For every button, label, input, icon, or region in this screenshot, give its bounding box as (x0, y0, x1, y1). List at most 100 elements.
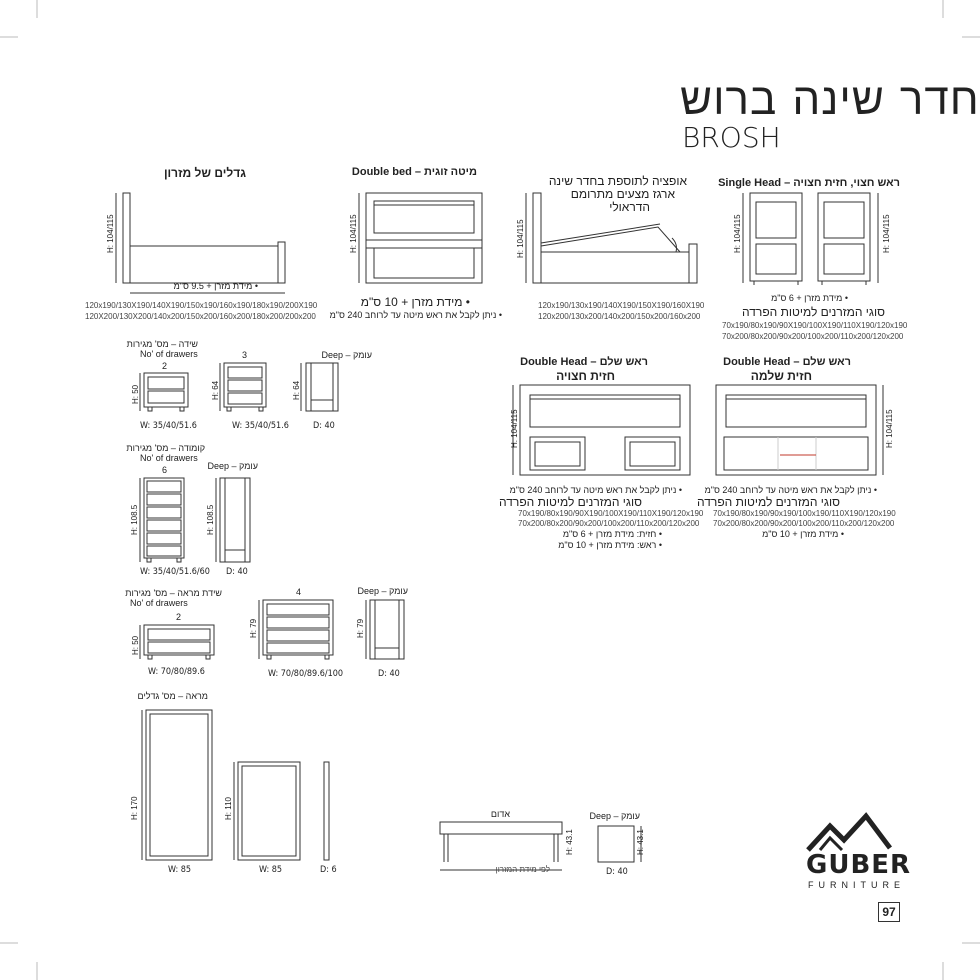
dresser-4-drawing (258, 599, 334, 660)
dresser-h-b: H: 79 (249, 618, 258, 638)
page-title-hebrew: חדר שינה ברוש (680, 74, 980, 125)
single-head-header: ראש חצוי, חזית חצויה – Single Head (718, 177, 900, 189)
full-front-note3: • מידת מזרן + 10 ס"מ (762, 529, 844, 539)
full-head-split-front-drawing (512, 384, 691, 476)
mirror-small-drawing (233, 761, 301, 861)
nightstand-side-drawing (300, 362, 339, 412)
dresser-2-drawing (139, 624, 215, 660)
dresser-d: D: 40 (378, 669, 400, 679)
single-head-sizes1: 70x190/80x190/90X190/100X190/110X190/120… (722, 321, 908, 330)
double-bed-height: H: 104/115 (349, 214, 358, 253)
double-bed-note1: • מידת מזרן + 10 ס"מ (360, 295, 470, 309)
chest-deep-label: עומק – Deep (207, 461, 258, 471)
dresser-w-a: W: 70/80/89.6 (148, 667, 205, 677)
mirror-header: מראה – מס' גדלים (137, 691, 208, 701)
full-front-header1: ראש שלם – Double Head (723, 356, 851, 368)
single-head-height-right: H: 104/115 (882, 214, 891, 253)
bench-side-drawing (597, 825, 642, 863)
full-head-full-front-drawing (715, 384, 884, 476)
double-bed-drawing (358, 192, 483, 284)
split-front-sizes1: 70x190/80x190/90X190/100X190/110X190/120… (518, 509, 704, 518)
split-front-header1: ראש שלם – Double Head (520, 356, 648, 368)
hydraulic-sizes2: 120x200/130x200/140x200/150x200/160x200 (538, 312, 701, 321)
bench-header: אדום (490, 809, 510, 819)
nightstand-2-drawing (139, 372, 189, 412)
nightstand-header1: שידה – מס' מגירות (126, 339, 198, 349)
split-front-header2: חזית חצויה (556, 369, 615, 383)
chest-header2: No' of drawers (140, 453, 198, 463)
chest-header1: קומודה – מס' מגירות (126, 443, 205, 453)
nightstand-count-b: 3 (242, 350, 248, 360)
single-head-sizes2: 70x200/80x200/90x200/100x200/110x200/120… (722, 332, 904, 341)
guber-logo-mark (806, 812, 892, 852)
single-head-height-left: H: 104/115 (733, 214, 742, 253)
single-head-note2: סוגי המזרנים למיטות הפרדה (742, 305, 885, 319)
nightstand-w-b: W: 35/40/51.6 (232, 421, 289, 431)
nightstand-h-b: H: 64 (211, 380, 220, 400)
brand-name: GUBER (806, 850, 912, 880)
nightstand-h-c: H: 64 (292, 380, 301, 400)
bench-drawing (439, 821, 563, 871)
nightstand-h-a: H: 50 (131, 384, 140, 404)
page-title-english: BROSH (682, 121, 781, 154)
bench-deep-label: עומק – Deep (589, 811, 640, 821)
mattress-bed-drawing (115, 192, 286, 294)
hydraulic-sizes1: 120x190/130x190/140X190/150X190/160X190 (538, 301, 705, 310)
split-front-note3: • חזית: מידת מזרן + 6 ס"מ (562, 529, 662, 539)
chest-side-drawing (215, 477, 251, 563)
mirror-h-b: H: 110 (224, 797, 233, 820)
nightstand-count-a: 2 (162, 361, 168, 371)
double-bed-note2: • ניתן לקבל את ראש מיטה עד לרוחב 240 ס"מ (329, 310, 502, 320)
bench-d: D: 40 (606, 867, 628, 877)
full-front-sizes1: 70x190/80x190/90x190/100x190/110X190/120… (713, 509, 896, 518)
mirror-side-drawing (323, 761, 330, 861)
full-front-header2: חזית שלמה (750, 369, 812, 383)
split-front-height: H: 104/115 (510, 409, 519, 448)
hydraulic-header-1: אופציה לתוספת בחדר שינה (548, 174, 687, 188)
dresser-count-a: 2 (176, 612, 182, 622)
bench-h-a: H: 43.1 (565, 829, 574, 855)
dresser-header2: No' of drawers (130, 598, 188, 608)
mattress-sizes2: 120X200/130X200/140x200/150x200/160x200/… (85, 312, 316, 321)
split-front-note2: סוגי המזרנים למיטות הפרדה (499, 495, 642, 509)
mattress-sizes1: 120x190/130X190/140X190/150x190/160x190/… (85, 301, 318, 310)
mattress-header: גדלים של מזרון (163, 166, 246, 180)
hydraulic-header-3: הדראולי (609, 200, 650, 214)
nightstand-deep-label: עומק – Deep (321, 350, 372, 360)
bench-w: לפי מידת המזרון (495, 865, 550, 874)
brand-sub: FURNITURE (808, 880, 905, 890)
split-front-note1: • ניתן לקבל את ראש מיטה עד לרוחב 240 ס"מ (509, 485, 682, 495)
mattress-inner-label: • מידת מזרן + 9.5 ס"מ (173, 281, 258, 291)
page-number: 97 (878, 902, 900, 922)
hydraulic-header-2: ארגז מצעים מתרומם (570, 187, 675, 201)
double-bed-header: מיטה זוגית – Double bed (351, 166, 477, 178)
nightstand-header2: No' of drawers (140, 349, 198, 359)
dresser-header1: שידת מראה – מס' מגירות (125, 588, 222, 598)
mirror-w-a: W: 85 (168, 865, 192, 875)
hydraulic-height: H: 104/115 (516, 219, 525, 258)
mirror-w-b: W: 85 (259, 865, 283, 875)
mirror-d: D: 6 (320, 865, 337, 875)
dresser-w-b: W: 70/80/89.6/100 (268, 669, 344, 679)
nightstand-d: D: 40 (313, 421, 335, 431)
dresser-side-drawing (365, 599, 405, 660)
mirror-h-a: H: 170 (130, 796, 139, 820)
full-front-height: H: 104/115 (885, 409, 894, 448)
full-front-note1: • ניתן לקבל את ראש מיטה עד לרוחב 240 ס"מ (704, 485, 877, 495)
split-front-note4: • ראש: מידת מזרן + 10 ס"מ (558, 540, 662, 550)
split-front-sizes2: 70x200/80x200/90x200/100x200/110x200/120… (518, 519, 700, 528)
bench-h-b: H: 43.1 (636, 829, 645, 855)
chest-h-a: H: 108.5 (130, 504, 139, 535)
chest-w: W: 35/40/51.6/60 (140, 567, 210, 577)
single-head-drawing (742, 192, 879, 285)
chest-d: D: 40 (226, 567, 248, 577)
dresser-deep-label: עומק – Deep (357, 586, 408, 596)
chest-h-b: H: 108.5 (206, 504, 215, 535)
dresser-count-b: 4 (296, 587, 302, 597)
full-front-note2: סוגי המזרנים למיטות הפרדה (697, 495, 840, 509)
chest-drawing (139, 477, 185, 563)
hydraulic-bed-drawing (525, 192, 698, 284)
nightstand-3-drawing (219, 362, 267, 412)
dresser-h-a: H: 50 (131, 635, 140, 655)
